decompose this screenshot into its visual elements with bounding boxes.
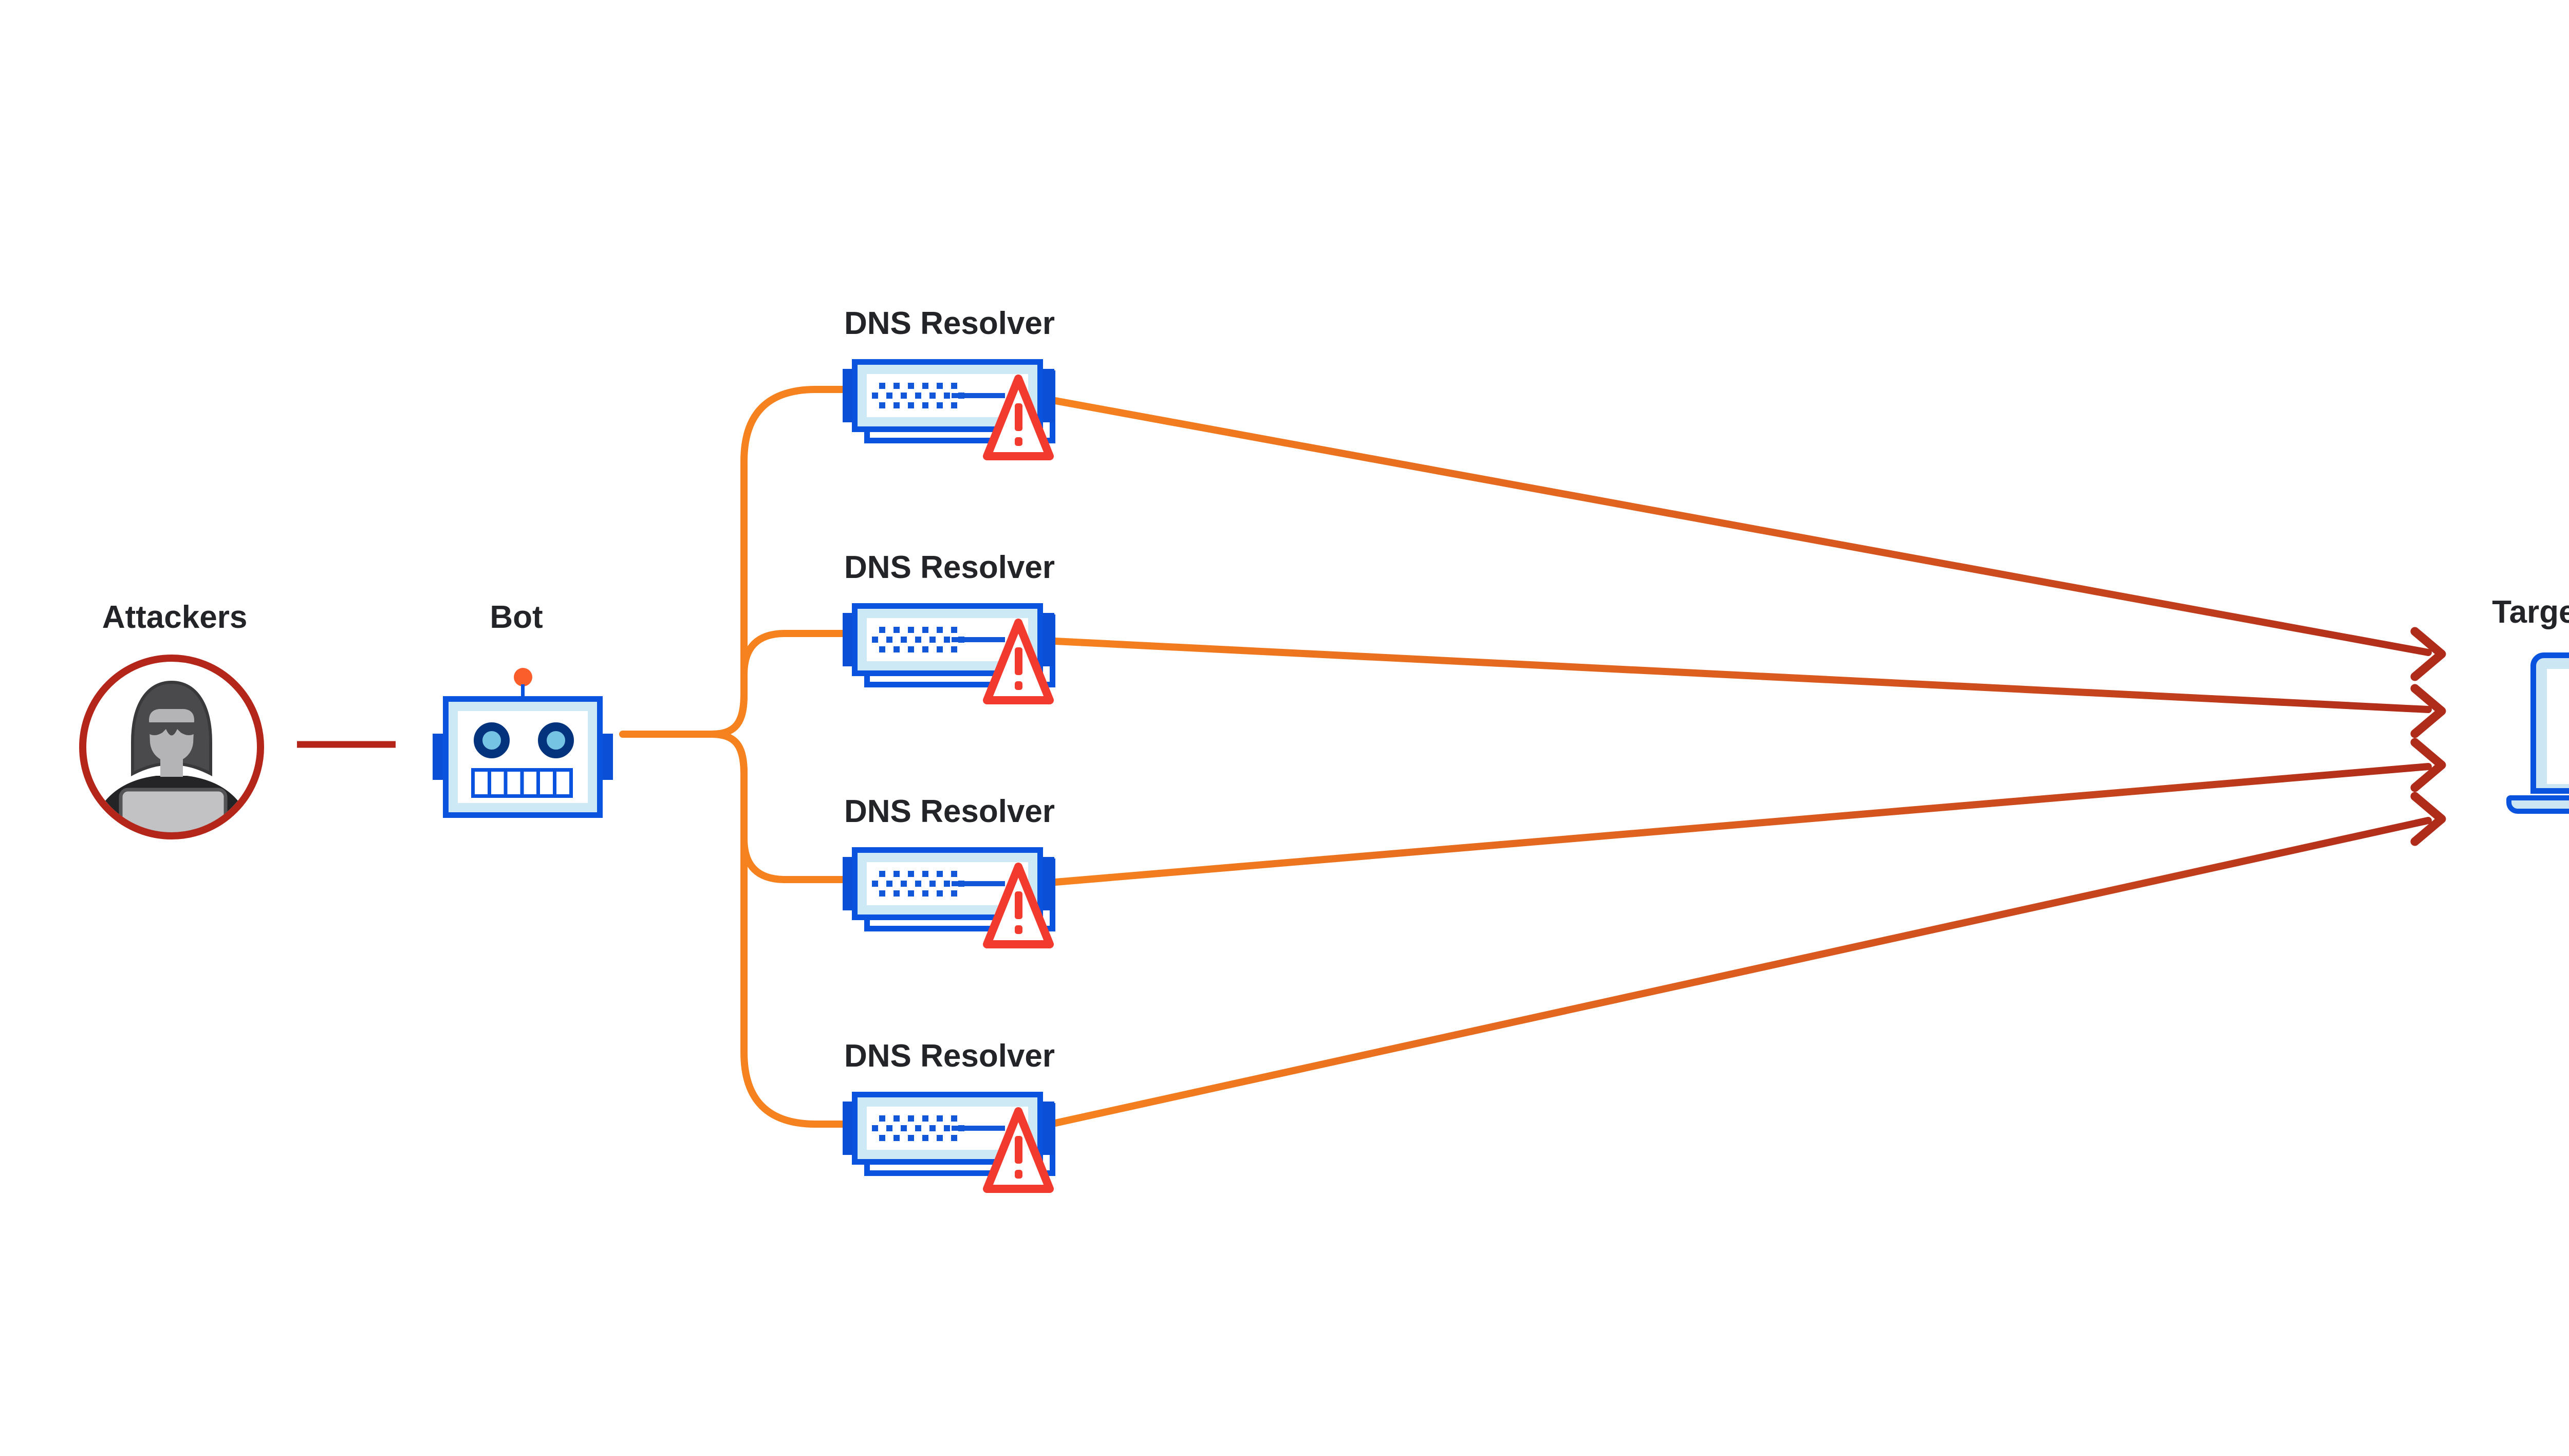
laptop-screen	[2530, 652, 2569, 794]
robot-ear-right	[602, 734, 613, 780]
server-panel	[867, 862, 1028, 905]
arrowhead-icon	[2410, 627, 2446, 681]
robot-head	[443, 696, 603, 818]
bot-branch-line-2	[708, 630, 851, 738]
robot-face	[458, 711, 588, 803]
server-panel	[867, 374, 1028, 417]
victim-label: Targeted Victim	[2492, 594, 2569, 630]
robot-mouth-grid	[475, 772, 569, 794]
attacker-ring	[79, 655, 264, 839]
bot-branch-line-3	[708, 731, 851, 883]
arrowhead-icon	[2410, 684, 2446, 738]
dns-server-icon	[852, 603, 1043, 676]
arrowhead-icon	[2410, 738, 2446, 792]
dns-resolver-label: DNS Resolver	[844, 306, 1055, 341]
arrowhead-icon	[2410, 792, 2446, 846]
robot-ear-left	[433, 734, 444, 780]
server-tab-right	[1042, 1102, 1054, 1155]
server-dots	[872, 1115, 980, 1141]
server-panel	[867, 618, 1028, 661]
hooded-attacker-icon	[79, 655, 264, 839]
dns-resolver-node-1: DNS Resolver	[837, 308, 1064, 472]
dns-resolver-node-2: DNS Resolver	[837, 552, 1064, 716]
attacker-sunglasses	[146, 722, 197, 736]
antenna-stem	[521, 684, 525, 698]
laptop-screen-content	[2547, 669, 2569, 784]
dns-resolver-label: DNS Resolver	[844, 794, 1055, 829]
server-dash	[952, 1126, 1005, 1131]
warning-triangle-icon	[983, 863, 1054, 948]
server-panel	[867, 1107, 1028, 1150]
antenna-ball-icon	[514, 668, 532, 686]
bot-label: Bot	[490, 600, 543, 635]
server-dots	[872, 871, 980, 897]
warning-triangle-icon	[983, 619, 1054, 704]
robot-icon	[433, 659, 613, 818]
resolver-to-victim-line-4	[1052, 817, 2432, 1127]
server-dots	[872, 627, 980, 652]
robot-eye-left	[474, 722, 510, 758]
resolver-to-victim-line-2	[1052, 638, 2432, 713]
server-dash	[952, 393, 1005, 398]
resolver-to-victim-line-3	[1052, 763, 2432, 886]
laptop-base	[2506, 795, 2569, 814]
dns-resolver-node-3: DNS Resolver	[837, 796, 1064, 960]
warning-triangle-icon	[983, 1107, 1054, 1193]
laptop-icon	[2506, 652, 2569, 817]
warning-triangle-icon	[983, 375, 1054, 460]
server-dots	[872, 383, 980, 408]
server-tab-right	[1042, 369, 1054, 422]
resolver-to-victim-line-1	[1052, 397, 2432, 656]
server-dash	[952, 637, 1005, 642]
dns-resolver-label: DNS Resolver	[844, 1038, 1055, 1074]
server-tab-right	[1042, 857, 1054, 910]
dns-resolver-node-4: DNS Resolver	[837, 1040, 1064, 1205]
server-dash	[952, 881, 1005, 886]
bot-branch-line-1	[619, 386, 851, 738]
attacker-face	[149, 709, 194, 763]
dns-resolver-label: DNS Resolver	[844, 550, 1055, 585]
robot-mouth	[471, 768, 573, 798]
attackers-label: Attackers	[102, 600, 248, 635]
robot-eye-right	[538, 722, 574, 758]
bot-branch-line-4	[708, 731, 851, 1128]
server-tab-right	[1042, 613, 1054, 666]
